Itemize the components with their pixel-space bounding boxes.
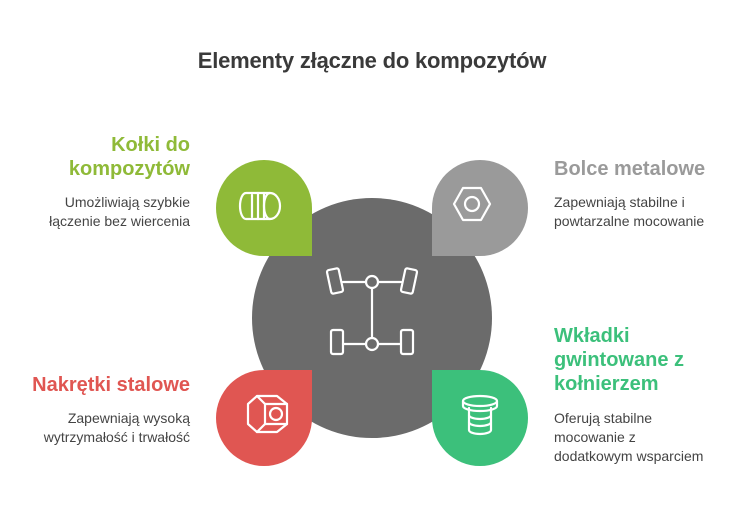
label-bolce: Bolce metalowe [554, 157, 705, 181]
hex-nut-icon [452, 186, 492, 222]
label-bolce-line-1: Bolce metalowe [554, 158, 706, 180]
label-kolki-line-1: Kołki do [111, 134, 190, 156]
label-wkladki-line-1: Wkładki [554, 325, 630, 347]
desc-nakretki: Zapewniają wysoką wytrzymałość i trwałoś… [44, 409, 190, 447]
label-nakretki-line-1: Nakrętki stalowe [32, 374, 190, 396]
desc-kolki-line-1: Umożliwiają szybkie [64, 194, 190, 210]
desc-wkladki: Oferują stabilne mocowanie z dodatkowym … [554, 409, 703, 466]
desc-wkladki-line-3: dodatkowym wsparciem [554, 448, 704, 464]
petal-bolce [432, 160, 528, 256]
page-title: Elementy złączne do kompozytów [197, 48, 547, 73]
desc-kolki: Umożliwiają szybkie łączenie bez wiercen… [49, 193, 190, 231]
axle-chassis-icon [325, 267, 419, 356]
flanged-insert-icon [461, 394, 499, 436]
dowel-icon [238, 191, 282, 221]
label-wkladki-line-2: gwintowane z [554, 349, 684, 371]
desc-wkladki-line-1: Oferują stabilne [554, 410, 653, 426]
label-wkladki-line-3: kołnierzem [554, 373, 659, 395]
desc-wkladki-line-2: mocowanie z [554, 429, 636, 445]
label-wkladki: Wkładki gwintowane z kołnierzem [554, 324, 684, 396]
desc-kolki-line-2: łączenie bez wiercenia [49, 213, 190, 229]
desc-bolce-line-1: Zapewniają stabilne i [554, 194, 685, 210]
desc-bolce: Zapewniają stabilne i powtarzalne mocowa… [554, 193, 704, 231]
desc-nakretki-line-2: wytrzymałość i trwałość [43, 429, 190, 445]
desc-bolce-line-2: powtarzalne mocowanie [554, 213, 705, 229]
label-nakretki: Nakrętki stalowe [32, 373, 190, 397]
nut-icon [246, 394, 289, 434]
label-kolki-line-2: kompozytów [68, 158, 190, 180]
label-kolki: Kołki do kompozytów [69, 133, 190, 181]
desc-nakretki-line-1: Zapewniają wysoką [67, 410, 190, 426]
